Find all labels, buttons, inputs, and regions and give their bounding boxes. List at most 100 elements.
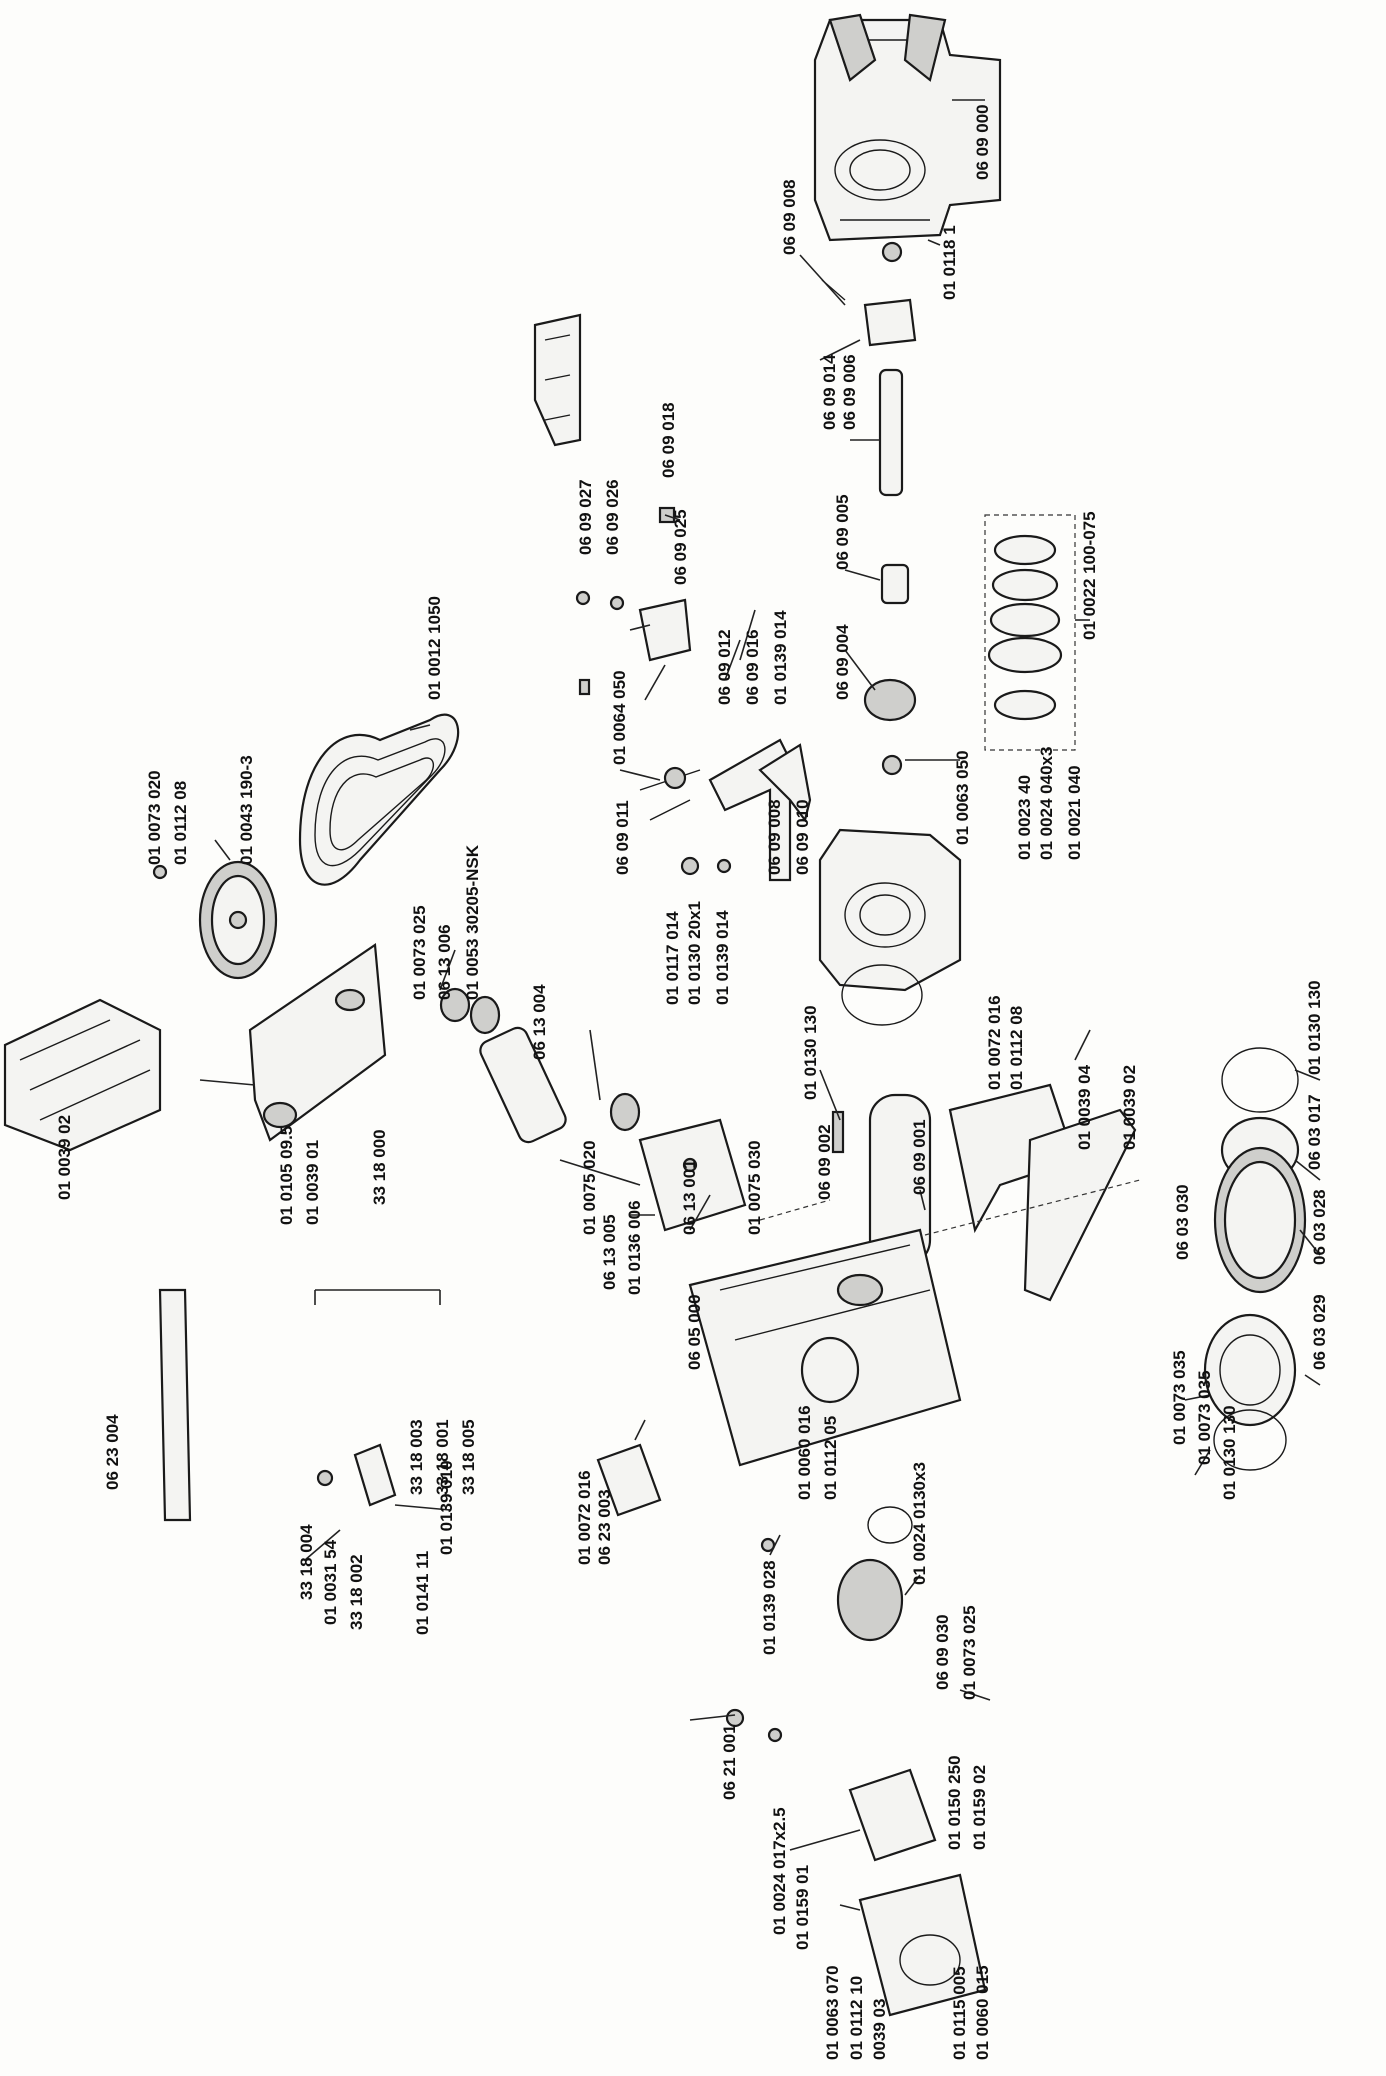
part-label: 06 09 008	[780, 179, 799, 255]
part-label: 01 0064 050	[610, 670, 629, 765]
part-label: 06 09 016	[743, 629, 762, 705]
part-label: 01 0073 020	[145, 770, 164, 865]
part-label: 01 0139 014	[713, 910, 732, 1005]
part-label: 06 13 006	[435, 924, 454, 1000]
part-label: 06 09 012	[715, 629, 734, 705]
belt-guard-part	[3, 998, 162, 1152]
part-label: 01 0112 08	[1007, 1006, 1026, 1090]
shaft-part	[878, 368, 910, 605]
bracket-plates-part	[639, 738, 812, 882]
part-label: 01 0105 09.5	[277, 1126, 296, 1225]
motor-pulley-part	[152, 860, 278, 980]
seal-rings-part	[984, 514, 1076, 751]
part-label: 01 0039 01	[303, 1140, 322, 1225]
part-label: 06 09 025	[671, 509, 690, 585]
part-label: 01 0063 050	[953, 750, 972, 845]
part-label: 33 18 004	[297, 1524, 316, 1600]
part-label: 01 0075 030	[745, 1140, 764, 1235]
mounting-bracket-part	[638, 1118, 747, 1232]
part-label: 01 0039 02	[55, 1115, 74, 1200]
part-label: 01 0136 006	[625, 1200, 644, 1295]
part-label: 01 0159 02	[970, 1765, 989, 1850]
part-label: 01 0060 015	[973, 1965, 992, 2060]
part-label: 01 0139 028	[760, 1560, 779, 1655]
flange-part	[760, 1506, 913, 1642]
part-label: 06 05 000	[685, 1294, 704, 1370]
part-label: 01 0075 020	[580, 1140, 599, 1235]
part-label: 06 09 026	[603, 479, 622, 555]
part-label: 06 03 030	[1173, 1184, 1192, 1260]
part-label: 06 09 011	[613, 800, 632, 875]
side-cover-part	[948, 1083, 1137, 1302]
part-label: 0039 03	[870, 1999, 889, 2060]
lower-gearbox-part	[725, 1708, 937, 1862]
spindle-pulley-part	[863, 678, 917, 776]
part-label: 06 23 004	[103, 1414, 122, 1490]
part-label: 01 0117 014	[663, 911, 682, 1005]
part-label: 01 0024 017x2.5	[770, 1807, 789, 1935]
part-label: 33 18 002	[347, 1554, 366, 1630]
part-label: 01 0024 040x3	[1037, 747, 1056, 860]
part-label: 06 13 004	[530, 984, 549, 1060]
part-label: 01 0159 01	[793, 1865, 812, 1950]
part-label: 01 0073 025	[960, 1605, 979, 1700]
switch-assembly-part	[575, 506, 692, 696]
part-label: 06 09 030	[933, 1614, 952, 1690]
part-label: 06 09 002	[815, 1124, 834, 1200]
part-label: 06 03 017	[1305, 1094, 1324, 1170]
part-label: 01 0024 0130x3	[910, 1462, 929, 1585]
part-label: 06 13 005	[600, 1214, 619, 1290]
part-label: 33 18 001	[433, 1419, 452, 1495]
upper-frame-part	[533, 313, 582, 447]
part-label: 06 09 004	[833, 624, 852, 700]
part-label: 01 0130 130	[801, 1005, 820, 1100]
part-label: 01 0139 014	[771, 610, 790, 705]
part-label: 01 0150 250	[945, 1755, 964, 1850]
drive-shaft-part	[439, 987, 641, 1144]
part-label: 01 0112 10	[847, 1976, 866, 2060]
part-label: 01 0063 070	[823, 1965, 842, 2060]
part-label: 01 0073 035	[1170, 1350, 1189, 1445]
part-label: 01 0115 005	[950, 1966, 969, 2060]
part-label: 01 0022 100-075	[1080, 511, 1099, 640]
gear-housing-part	[818, 828, 962, 992]
part-label: 01 0073 025	[410, 905, 429, 1000]
ring-gear-part	[1203, 1047, 1307, 1471]
head-housing-part	[688, 1179, 1141, 1467]
quill-cylinder-part	[831, 1093, 932, 1267]
leader-lines	[199, 99, 1321, 1911]
part-label: 06 21 001	[720, 1724, 739, 1800]
part-label: 01 0053 30205-NSK	[463, 844, 482, 1000]
part-label: 01 0060 016	[795, 1405, 814, 1500]
part-label: 01 0112 05	[821, 1416, 840, 1500]
motor-housing-part	[813, 13, 1002, 242]
o-ring-part	[841, 964, 923, 1026]
part-label: 01 0118 1	[940, 225, 959, 300]
part-label: 01 0072 016	[575, 1470, 594, 1565]
part-label: 01 0023 40	[1015, 775, 1034, 860]
handle-hub-part	[316, 1443, 397, 1507]
part-label: 06 13 001	[680, 1159, 699, 1235]
part-label: 33 18 005	[459, 1419, 478, 1495]
part-label: 06 09 008	[765, 799, 784, 875]
part-label: 06 03 028	[1310, 1189, 1329, 1265]
part-label: 01 0130 130	[1305, 980, 1324, 1075]
part-label: 06 09 001	[910, 1119, 929, 1195]
part-label: 06 09 014	[820, 354, 839, 430]
part-label: 06 09 010	[793, 799, 812, 875]
part-label: 01 0130 130	[1220, 1405, 1239, 1500]
part-label: 01 0039 02	[1120, 1065, 1139, 1150]
part-label: 01 0039 04	[1075, 1064, 1094, 1150]
part-label: 01 0141 11	[413, 1551, 432, 1635]
part-label: 01 0130 20x1	[685, 901, 704, 1005]
part-label: 06 09 005	[833, 494, 852, 570]
lower-cover-part	[858, 1873, 987, 2017]
pulley-cover-plate-part	[248, 943, 387, 1142]
part-label: 01 0012 1050	[425, 596, 444, 700]
part-label: 06 23 003	[595, 1489, 614, 1565]
part-label: 01 0139 010	[437, 1460, 456, 1555]
part-label: 01 0072 016	[985, 995, 1004, 1090]
part-label: 06 09 006	[840, 354, 859, 430]
